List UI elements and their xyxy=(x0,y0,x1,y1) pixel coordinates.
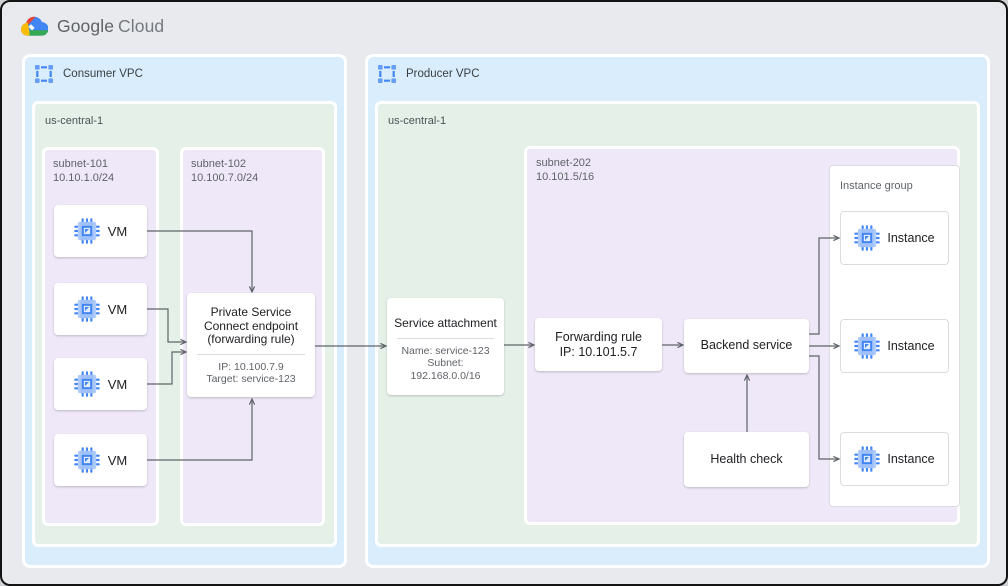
compute-engine-icon xyxy=(854,333,881,359)
compute-engine-icon xyxy=(854,225,881,251)
consumer-vpc-label: Consumer VPC xyxy=(63,68,143,80)
vpc-network-icon xyxy=(35,65,53,83)
subnet-101-cidr: 10.10.1.0/24 xyxy=(53,171,115,184)
subnet-102-cidr: 10.100.7.0/24 xyxy=(191,171,259,184)
subnet-101-name: subnet-101 xyxy=(53,158,109,170)
subnet-202-cidr: 10.101.5/16 xyxy=(536,170,595,183)
producer-region-label: us-central-1 xyxy=(388,115,447,127)
instance-node-1: Instance xyxy=(840,211,949,265)
vm-label: VM xyxy=(107,376,128,392)
compute-engine-icon xyxy=(854,446,881,472)
producer-vpc-label: Producer VPC xyxy=(406,68,480,80)
psc-endpoint-title-line3: (forwarding rule) xyxy=(207,332,295,346)
vm-node-2: VM xyxy=(54,283,147,335)
forwarding-rule-ip: IP: 10.101.5.7 xyxy=(559,344,638,359)
instance-group-label: Instance group xyxy=(840,180,913,192)
service-attachment-name: Name: service-123 xyxy=(401,344,490,357)
health-check-node: Health check xyxy=(684,432,809,487)
compute-engine-icon xyxy=(73,218,100,244)
psc-endpoint-target: Target: service-123 xyxy=(206,373,296,385)
compute-engine-icon xyxy=(73,296,100,322)
vm-label: VM xyxy=(107,223,128,239)
logo-brand: Google xyxy=(57,16,115,36)
instance-label: Instance xyxy=(887,231,935,245)
forwarding-rule-node: Forwarding rule IP: 10.101.5.7 xyxy=(535,318,662,371)
service-attachment-node: Service attachment Name: service-123 Sub… xyxy=(387,298,504,395)
backend-service-node: Backend service xyxy=(684,319,809,373)
instance-label: Instance xyxy=(887,452,935,466)
vm-label: VM xyxy=(107,452,128,468)
vm-label: VM xyxy=(107,301,128,317)
subnet-102-name: subnet-102 xyxy=(191,158,247,170)
divider xyxy=(397,337,494,339)
vpc-network-icon xyxy=(378,65,396,83)
forwarding-rule-title: Forwarding rule xyxy=(555,329,642,344)
psc-endpoint-title-line1: Private Service xyxy=(210,305,292,319)
psc-endpoint-title-line2: Connect endpoint xyxy=(203,318,299,333)
subnet-102-label: subnet-102 10.100.7.0/24 xyxy=(191,158,258,185)
google-cloud-icon xyxy=(21,16,48,36)
vm-node-1: VM xyxy=(54,205,147,257)
backend-service-title: Backend service xyxy=(700,338,793,353)
subnet-101-label: subnet-101 10.10.1.0/24 xyxy=(53,158,114,185)
producer-vpc-header: Producer VPC xyxy=(378,65,480,83)
service-attachment-subnet-label: Subnet: xyxy=(427,357,464,369)
psc-endpoint-ip: IP: 10.100.7.9 xyxy=(218,360,284,373)
consumer-vpc-header: Consumer VPC xyxy=(35,65,143,83)
subnet-202-label: subnet-202 10.101.5/16 xyxy=(536,157,594,184)
instance-node-2: Instance xyxy=(840,319,949,373)
service-attachment-subnet-cidr: 192.168.0.0/16 xyxy=(410,369,481,382)
consumer-region-label: us-central-1 xyxy=(45,115,104,127)
divider xyxy=(197,353,305,355)
instance-node-3: Instance xyxy=(840,432,949,486)
vm-node-3: VM xyxy=(54,358,147,410)
logo-product: Cloud xyxy=(118,16,165,36)
compute-engine-icon xyxy=(73,447,100,473)
health-check-title: Health check xyxy=(710,451,783,466)
compute-engine-icon xyxy=(73,371,100,397)
psc-endpoint-node: Private Service Connect endpoint (forwar… xyxy=(187,293,315,397)
instance-label: Instance xyxy=(887,339,935,353)
service-attachment-title: Service attachment xyxy=(394,316,497,330)
vm-node-4: VM xyxy=(54,434,147,486)
subnet-202-name: subnet-202 xyxy=(536,157,592,169)
